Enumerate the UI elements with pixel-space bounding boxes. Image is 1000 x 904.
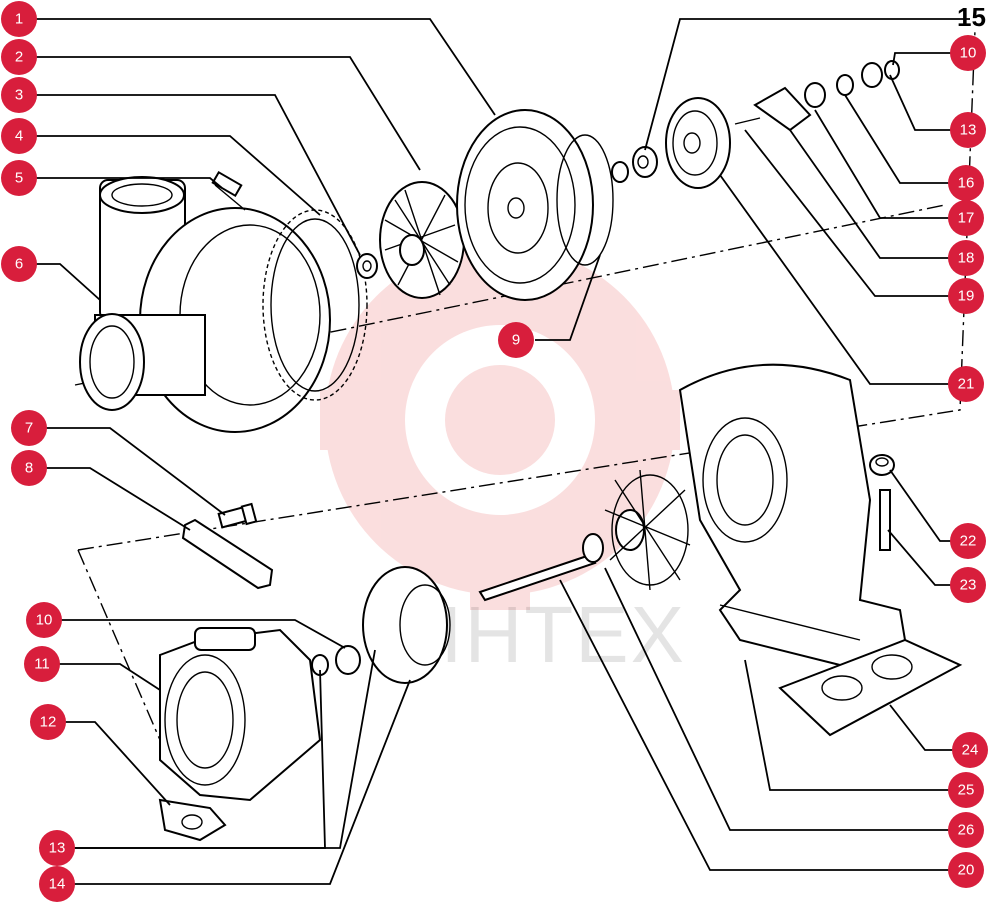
callout-6: 6 [1, 246, 37, 282]
nut-10 [861, 62, 883, 88]
callout-13: 13 [950, 112, 986, 148]
callout-10: 10 [950, 35, 986, 71]
callout-19: 19 [948, 278, 984, 314]
callout-12: 12 [30, 704, 66, 740]
axis-lower-left [77, 549, 161, 741]
bolt-7 [217, 502, 258, 529]
callout-10-lower: 10 [26, 602, 62, 638]
svg-text:1: 1 [15, 11, 23, 28]
svg-text:16: 16 [958, 175, 975, 192]
nut-16 [804, 82, 826, 108]
svg-text:11: 11 [34, 656, 50, 673]
svg-text:5: 5 [15, 170, 23, 187]
locking-strap [181, 518, 274, 590]
callout-3: 3 [1, 77, 37, 113]
callout-7: 7 [11, 410, 47, 446]
backplate [456, 109, 594, 301]
svg-text:2: 2 [15, 49, 23, 66]
axis-lower [77, 29, 976, 551]
svg-text:17: 17 [958, 210, 975, 227]
gasket-12 [158, 798, 227, 842]
callout-1: 1 [1, 1, 37, 37]
callout-24: 24 [952, 732, 988, 768]
callout-13-lower: 13 [39, 830, 75, 866]
watermark-logo [320, 230, 680, 610]
nut-10-lower [335, 645, 361, 675]
svg-text:9: 9 [512, 332, 520, 349]
svg-text:7: 7 [25, 420, 33, 437]
callout-21: 21 [948, 366, 984, 402]
stud-23 [879, 489, 891, 551]
svg-text:8: 8 [25, 460, 33, 477]
callout-23: 23 [950, 567, 986, 603]
svg-text:24: 24 [962, 742, 979, 759]
exhaust-gasket [778, 638, 963, 737]
svg-text:22: 22 [960, 533, 977, 550]
washer-13 [836, 74, 854, 96]
svg-text:20: 20 [958, 862, 975, 879]
heat-shield [362, 566, 451, 684]
svg-text:3: 3 [15, 87, 23, 104]
svg-text:18: 18 [958, 250, 975, 267]
callout-20: 20 [948, 852, 984, 888]
compressor-housing [79, 170, 331, 433]
turbine-housing [678, 363, 907, 672]
svg-text:14: 14 [49, 876, 66, 893]
svg-text:23: 23 [960, 577, 977, 594]
compressor-wheel [379, 181, 465, 299]
screw-18 [734, 117, 761, 125]
svg-text:10: 10 [36, 612, 53, 629]
svg-text:25: 25 [958, 782, 975, 799]
callout-11: 11 [24, 646, 60, 682]
callout-25: 25 [948, 772, 984, 808]
callout-9: 9 [498, 322, 534, 358]
turbine-shaft [478, 469, 691, 602]
svg-text:6: 6 [15, 256, 23, 273]
svg-text:13: 13 [960, 122, 977, 139]
callout-4: 4 [1, 118, 37, 154]
callout-14: 14 [39, 866, 75, 902]
turbine-outlet [159, 627, 322, 802]
svg-text:19: 19 [958, 288, 975, 305]
callout-16: 16 [948, 165, 984, 201]
nut-3 [356, 253, 378, 279]
o-ring [556, 134, 614, 266]
washer-21 [611, 161, 629, 183]
svg-text:21: 21 [958, 376, 975, 393]
callout-8: 8 [11, 450, 47, 486]
svg-text:26: 26 [958, 822, 975, 839]
callout-18: 18 [948, 240, 984, 276]
nut-22 [869, 454, 895, 476]
callout-5: 5 [1, 160, 37, 196]
callout-26: 26 [948, 812, 984, 848]
lock-plate [753, 86, 812, 132]
bushing [632, 146, 658, 178]
page-number: 15 [957, 2, 986, 32]
svg-text:10: 10 [960, 45, 977, 62]
callout-2: 2 [1, 39, 37, 75]
seal-plate [665, 97, 731, 189]
svg-text:4: 4 [15, 128, 23, 145]
callout-17: 17 [948, 200, 984, 236]
svg-text:13: 13 [49, 840, 66, 857]
callout-22: 22 [950, 523, 986, 559]
svg-text:12: 12 [40, 714, 57, 731]
